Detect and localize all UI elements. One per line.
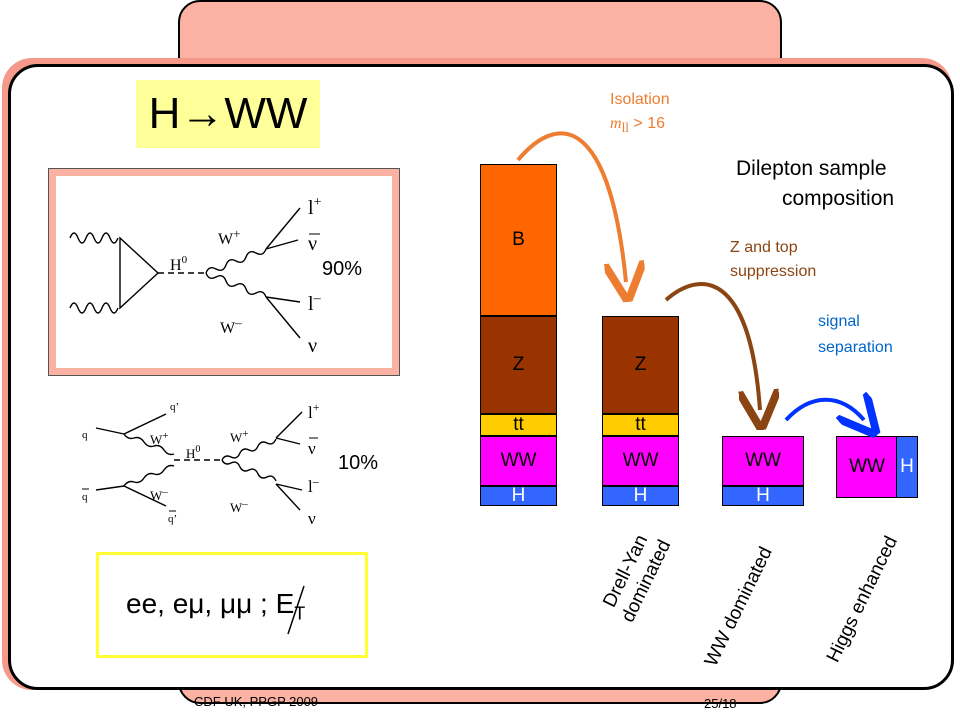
vbf-wplus1-label: W+ (150, 430, 169, 447)
vbf-q-label: q (82, 429, 88, 441)
col4-h-segment: H (896, 436, 918, 498)
vbf-qbar-label: q (82, 491, 88, 503)
col1-h-segment: H (480, 485, 557, 506)
col2-ww-segment: WW (602, 436, 679, 486)
gg-nu-label: ν (308, 335, 317, 357)
col1-tt-segment: tt (480, 414, 557, 436)
lepton-plus-line (265, 207, 301, 250)
antineutrino-line (265, 239, 299, 250)
gg-wminus-label: W– (220, 315, 242, 337)
col2-h-segment: H (602, 485, 679, 506)
footer-page-number: 25/18 (704, 696, 737, 711)
final-state-text: ee, eμ, μμ ; ET (126, 588, 306, 624)
col3-ww-segment: WW (722, 436, 804, 486)
vbf-lplus-label: l+ (308, 400, 320, 422)
vbf-nubar-label: ν (308, 439, 316, 458)
gg-higgs-label: H0 (170, 254, 188, 274)
vbf-w-minus-1 (123, 464, 175, 487)
footer-conference: CDF UK, PPGP 2009 (194, 694, 319, 709)
vbf-qprime-label: q’ (170, 401, 179, 413)
title-box (136, 80, 320, 148)
vbf-higgs-label: H0 (186, 444, 200, 461)
vbf-neutrino-line (275, 483, 301, 511)
ztop-note-line1: Z and top (730, 239, 798, 256)
col2-z-segment: Z (602, 316, 679, 414)
top-loop-triangle (119, 236, 160, 310)
gg-diagram-panel (56, 176, 392, 368)
missing-et-slash (287, 585, 305, 635)
quark-in-line (95, 427, 125, 435)
vbf-nu-label: ν (308, 509, 316, 528)
vbf-diagram: q q q’ q’ W+ W– H0 W+ W– l+ ν l– ν (82, 400, 320, 528)
vbf-lepton-plus-line (275, 411, 303, 439)
col2-tt-segment: tt (602, 414, 679, 436)
antiquark-out-line (123, 485, 167, 507)
gg-wplus-label: W+ (218, 226, 240, 248)
final-state-box (96, 552, 368, 658)
vbf-antineutrino-line (275, 437, 301, 445)
quark-out-line (123, 413, 167, 435)
vbf-w-minus-2 (221, 459, 277, 482)
col1-b-segment: B (480, 164, 557, 316)
vbf-w-plus-1 (123, 433, 175, 456)
col4-ww-segment: WW (836, 436, 898, 498)
isolation-note-line1: Isolation (610, 91, 670, 108)
col3-h-segment: H (722, 485, 804, 506)
w-minus-line (205, 272, 267, 298)
signal-note-line1: signal (818, 313, 860, 330)
gluon-fusion-diagram: H0 W+ W– l+ ν l– ν (69, 195, 322, 357)
gluon-line-bottom (69, 302, 119, 314)
vbf-wminus1-label: W– (150, 486, 168, 503)
composition-heading-line1: Dilepton sample (736, 157, 887, 180)
vbf-lminus-label: l– (308, 474, 320, 496)
ztop-note-line2: suppression (730, 263, 817, 280)
signal-note-line2: separation (818, 339, 893, 356)
vbf-fraction: 10% (338, 452, 379, 474)
col1-ww-segment: WW (480, 436, 557, 486)
antiquark-in-line (95, 485, 125, 491)
vbf-wplus2-label: W+ (230, 428, 249, 445)
gluon-line-top (69, 232, 119, 244)
slide-title: H→WW (148, 89, 308, 138)
gg-lminus-label: l– (308, 291, 322, 315)
gg-lplus-label: l+ (308, 195, 322, 219)
gg-nubar-label: ν (308, 233, 317, 255)
lepton-minus-line (265, 296, 301, 303)
isolation-note-line2: mll > 16 (610, 115, 665, 136)
col1-z-segment: Z (480, 316, 557, 414)
vbf-lepton-minus-line (275, 483, 303, 491)
vbf-wminus2-label: W– (230, 498, 248, 515)
composition-heading-line2: composition (782, 187, 895, 210)
w-plus-line (205, 248, 267, 274)
vbf-qbarprime-label: q’ (168, 513, 177, 525)
vbf-w-plus-2 (221, 438, 277, 461)
gg-fraction: 90% (322, 258, 363, 280)
neutrino-line (265, 296, 301, 339)
